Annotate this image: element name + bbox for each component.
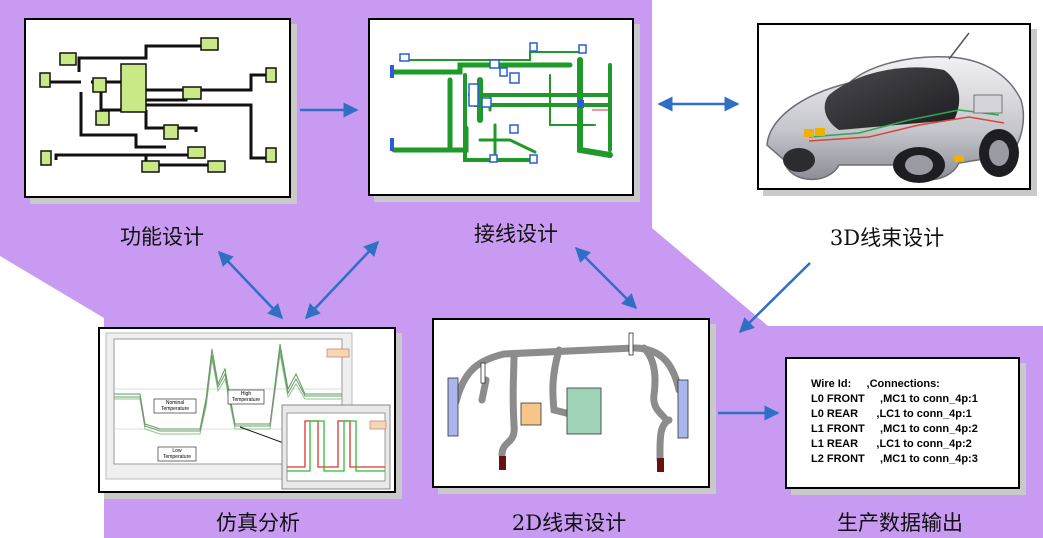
report-row: L0 FRONT ,MC1 to conn_4p:1 [811, 393, 978, 405]
wiring-schematic [390, 42, 613, 164]
simulation-panel: Nominal Temperature High Temperature Low… [98, 327, 396, 493]
production-data-caption: 生产数据输出 [837, 511, 963, 535]
harness-3d-panel [757, 23, 1031, 190]
report-header: Wire Id: ,Connections: [811, 378, 940, 390]
harness-2d-panel [432, 318, 710, 488]
harness-2d-caption: 2D线束设计 [511, 511, 627, 535]
functional-design-caption: 功能设计 [120, 225, 204, 249]
wiring-design-caption: 接线设计 [474, 222, 558, 246]
report-row: L2 FRONT ,MC1 to conn_4p:3 [811, 453, 978, 465]
report-row: L1 REAR ,LC1 to conn_4p:2 [811, 438, 972, 450]
functional-design-panel [24, 18, 291, 198]
harness-2d-drawing [447, 332, 689, 472]
nominal-temperature-label: Nominal Temperature [160, 400, 190, 412]
high-temperature-label: High Temperature [231, 391, 261, 403]
simulation-charts [105, 332, 391, 490]
wiring-design-panel [368, 18, 634, 196]
simulation-caption: 仿真分析 [216, 511, 300, 535]
harness-3d-caption: 3D线束设计 [829, 226, 945, 250]
production-data-panel: Wire Id: ,Connections: L0 FRONT ,MC1 to c… [785, 357, 1020, 489]
report-row: L1 FRONT ,MC1 to conn_4p:2 [811, 423, 978, 435]
harness-3d-car-render [766, 32, 1025, 183]
low-temperature-label: Low Temperature [162, 448, 192, 460]
functional-schematic [39, 37, 277, 173]
report-row: L0 REAR ,LC1 to conn_4p:1 [811, 408, 972, 420]
wire-report: Wire Id: ,Connections: L0 FRONT ,MC1 to c… [811, 377, 978, 467]
